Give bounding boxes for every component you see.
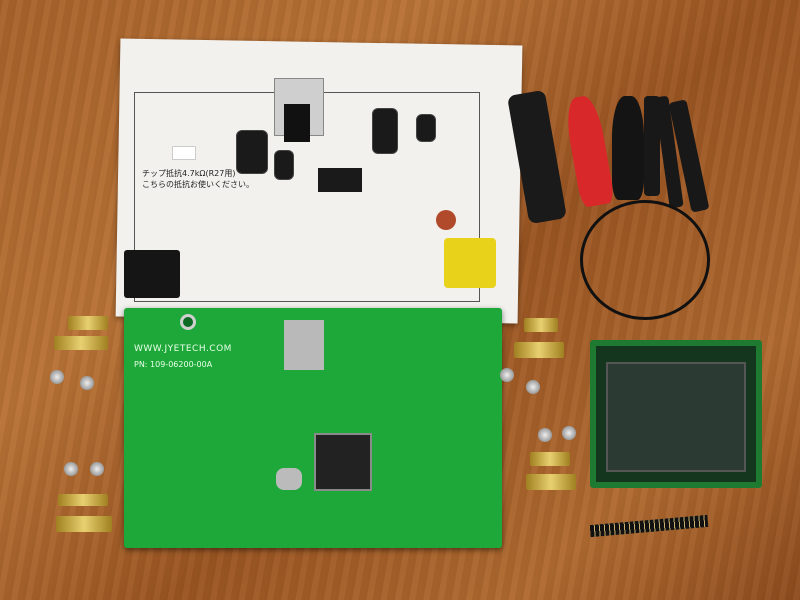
capacitor bbox=[416, 114, 436, 142]
ceramic-capacitor bbox=[436, 210, 456, 230]
screw bbox=[562, 426, 576, 440]
note-line-1: チップ抵抗4.7kΩ(R27用) bbox=[142, 169, 236, 178]
pcb-url: WWW.JYETECH.COM bbox=[134, 344, 232, 354]
heat-shrink-tube bbox=[644, 96, 660, 196]
resistor-note: チップ抵抗4.7kΩ(R27用) こちらの抵抗お使いください。 bbox=[142, 168, 254, 190]
pcb-part-number: PN: 109-06200-00A bbox=[134, 360, 213, 369]
brass-standoff bbox=[58, 494, 108, 506]
brass-standoff bbox=[54, 336, 108, 350]
capacitor bbox=[372, 108, 398, 154]
brass-standoff bbox=[526, 474, 576, 490]
brass-standoff bbox=[514, 342, 564, 358]
probe-cable-loop bbox=[580, 200, 710, 320]
capacitor bbox=[236, 130, 268, 174]
brass-standoff bbox=[56, 516, 112, 532]
note-line-2: こちらの抵抗お使いください。 bbox=[142, 180, 254, 189]
mounting-hole bbox=[180, 314, 196, 330]
black-alligator-clip bbox=[612, 96, 644, 200]
brass-standoff bbox=[530, 452, 570, 466]
screw bbox=[538, 428, 552, 442]
screw bbox=[64, 462, 78, 476]
dc-jack bbox=[124, 250, 180, 298]
screw bbox=[50, 370, 64, 384]
rca-jack bbox=[444, 238, 496, 288]
crystal bbox=[276, 468, 302, 490]
screw bbox=[500, 368, 514, 382]
screw bbox=[90, 462, 104, 476]
pin-header-socket bbox=[318, 168, 362, 192]
circuit-board: WWW.JYETECH.COM PN: 109-06200-00A bbox=[124, 308, 502, 548]
capacitor bbox=[274, 150, 294, 180]
brass-standoff bbox=[68, 316, 108, 330]
screw bbox=[80, 376, 94, 390]
ground-pad bbox=[284, 320, 324, 370]
screw bbox=[526, 380, 540, 394]
brass-standoff bbox=[524, 318, 558, 332]
microcontroller bbox=[314, 433, 372, 491]
lcd-module bbox=[590, 340, 762, 488]
lcd-screen bbox=[606, 362, 746, 472]
chip-resistor bbox=[172, 146, 196, 160]
voltage-regulator bbox=[284, 104, 310, 142]
